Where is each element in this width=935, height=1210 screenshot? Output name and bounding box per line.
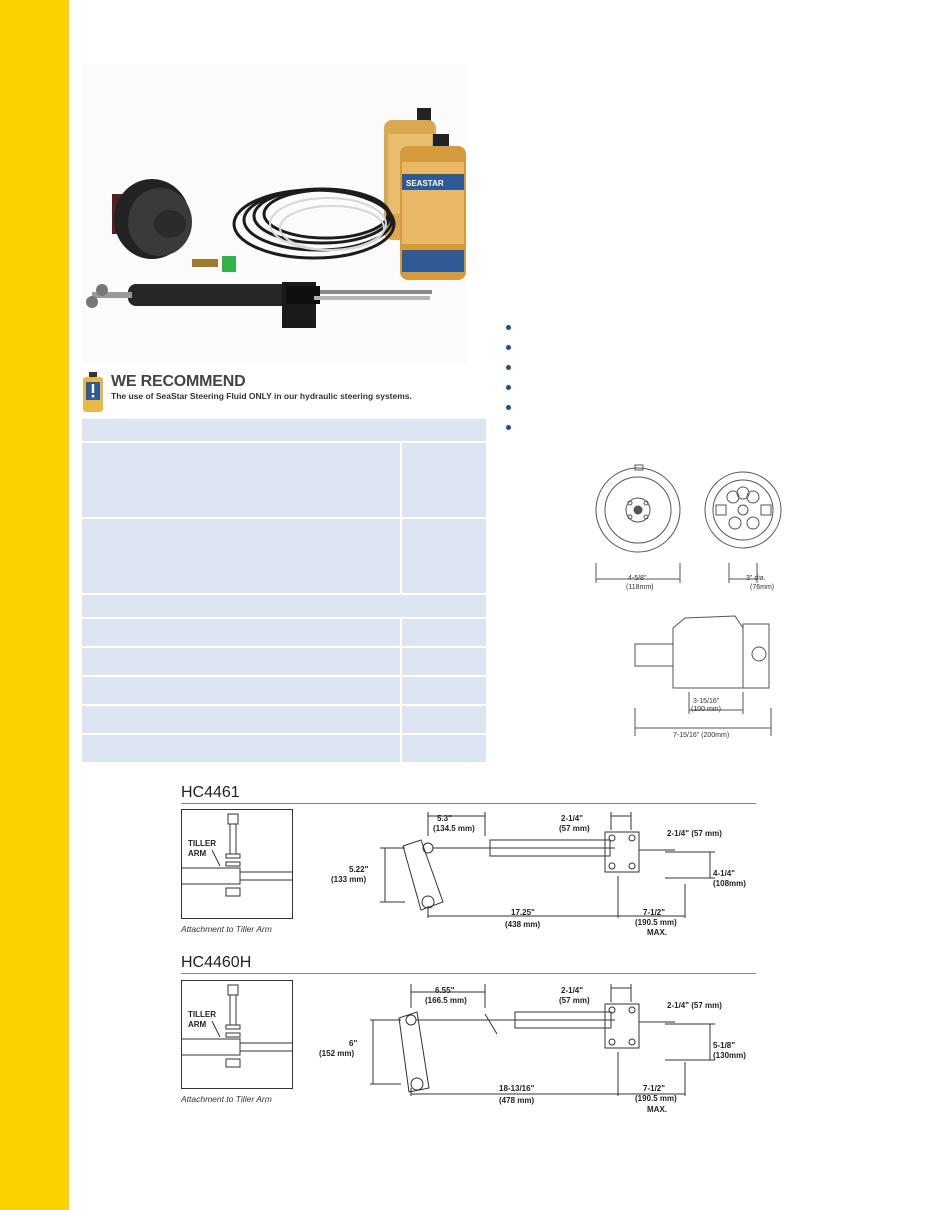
page-edge-bar — [0, 0, 69, 1210]
dim-offset: 6.55" — [435, 986, 455, 995]
dim-mount-side: 2-1/4" (57 mm) — [667, 829, 722, 838]
dim-height-mm: (133 mm) — [331, 875, 366, 884]
bullet-icon — [506, 405, 511, 410]
dim-stroke-max: MAX. — [647, 1105, 667, 1114]
tiller-label-1: TILLER — [188, 839, 216, 848]
tiller-caption: Attachment to Tiller Arm — [181, 1094, 272, 1104]
dim-mount-height: 4-1/4" — [713, 869, 735, 878]
dim-length: 17.25" — [511, 908, 535, 917]
spec-table-row — [82, 443, 486, 519]
dim-mount-height: 5-1/8" — [713, 1041, 735, 1050]
dim-mount-height-mm: (108mm) — [713, 879, 746, 888]
dim-mount-side: 2-1/4" (57 mm) — [667, 1001, 722, 1010]
dim-stroke: 7-1/2" — [643, 908, 665, 917]
recommend-banner: WE RECOMMEND The use of SeaStar Steering… — [82, 368, 486, 414]
spec-table-row — [82, 648, 486, 677]
clear-tube — [269, 197, 387, 251]
bullet-icon — [506, 345, 511, 350]
dim-stroke-max: MAX. — [647, 928, 667, 937]
dim-mount-width: 2-1/4" — [561, 986, 583, 995]
spec-table-row — [82, 735, 486, 762]
bullet-icon — [506, 365, 511, 370]
dim-stroke-mm: (190.5 mm) — [635, 1094, 677, 1103]
helm-depth-mm: (100 mm) — [691, 706, 721, 713]
helm-length: 7-15/16" (200mm) — [673, 732, 729, 739]
helm-pump — [112, 179, 236, 272]
section-divider — [181, 803, 756, 804]
spec-table-row — [82, 519, 486, 595]
model-title-hc4461: HC4461 — [181, 784, 240, 801]
tiller-label-1: TILLER — [188, 1010, 216, 1019]
helm-depth: 3-15/16" — [693, 698, 720, 705]
steering-cylinder — [86, 282, 432, 328]
spec-table-row — [82, 677, 486, 706]
product-photo: SEASTAR — [82, 64, 467, 364]
model-title-hc4460h: HC4460H — [181, 954, 252, 971]
dim-stroke: 7-1/2" — [643, 1084, 665, 1093]
bullet-icon — [506, 425, 511, 430]
spec-table-header — [82, 419, 486, 443]
bullet-icon — [506, 325, 511, 330]
helm-front-width-mm: (118mm) — [626, 584, 653, 591]
dim-mount-height-mm: (130mm) — [713, 1051, 746, 1060]
helm-side-drawing: 3-15/16" (100 mm) 7-15/16" (200mm) — [634, 615, 772, 739]
dim-offset: 5.3" — [437, 814, 452, 823]
helm-front-width: 4-5/8" — [628, 575, 647, 582]
recommend-title: WE RECOMMEND — [111, 373, 246, 390]
dim-mount-width-mm: (57 mm) — [559, 824, 590, 833]
dim-stroke-mm: (190.5 mm) — [635, 918, 677, 927]
dim-height-mm: (152 mm) — [319, 1049, 354, 1058]
dim-height: 6" — [349, 1039, 357, 1048]
dim-mount-width-mm: (57 mm) — [559, 996, 590, 1005]
dim-mount-width: 2-1/4" — [561, 814, 583, 823]
dim-length-mm: (438 mm) — [505, 920, 540, 929]
tiller-detail-box: TILLER ARM — [181, 809, 293, 919]
dim-length-mm: (478 mm) — [499, 1096, 534, 1105]
dim-height: 5.22" — [349, 865, 369, 874]
tiller-label-2: ARM — [188, 1020, 207, 1029]
dim-length: 18-13/16" — [499, 1084, 535, 1093]
spec-table-row — [82, 706, 486, 735]
spec-table-subheader — [82, 595, 486, 619]
spec-table — [82, 419, 486, 762]
recommend-text: The use of SeaStar Steering Fluid ONLY i… — [111, 391, 412, 401]
cylinder-diagram-hc4460h — [370, 984, 715, 1096]
fluid-bottle-icon — [83, 372, 103, 412]
fluid-bottle-front: SEASTAR — [400, 134, 466, 280]
tiller-detail-box: TILLER ARM — [181, 980, 293, 1089]
dim-offset-mm: (134.5 mm) — [433, 824, 475, 833]
hose-coil — [232, 187, 396, 260]
dim-offset-mm: (166.5 mm) — [425, 996, 467, 1005]
spec-table-row — [82, 619, 486, 648]
helm-front-drawing: 4-5/8" (118mm) 3" dia. (76mm) — [595, 464, 782, 591]
cylinder-diagram-hc4461: 5.3" (134.5 mm) 2-1/4" (57 mm) 2-1/4" (5… — [331, 812, 746, 937]
tiller-label-2: ARM — [188, 849, 207, 858]
tiller-caption: Attachment to Tiller Arm — [181, 924, 272, 934]
bottle-brand: SEASTAR — [406, 179, 444, 188]
helm-back-dia: 3" dia. — [746, 575, 766, 582]
helm-back-dia-mm: (76mm) — [750, 584, 774, 591]
bullet-icon — [506, 385, 511, 390]
section-divider — [181, 973, 756, 974]
